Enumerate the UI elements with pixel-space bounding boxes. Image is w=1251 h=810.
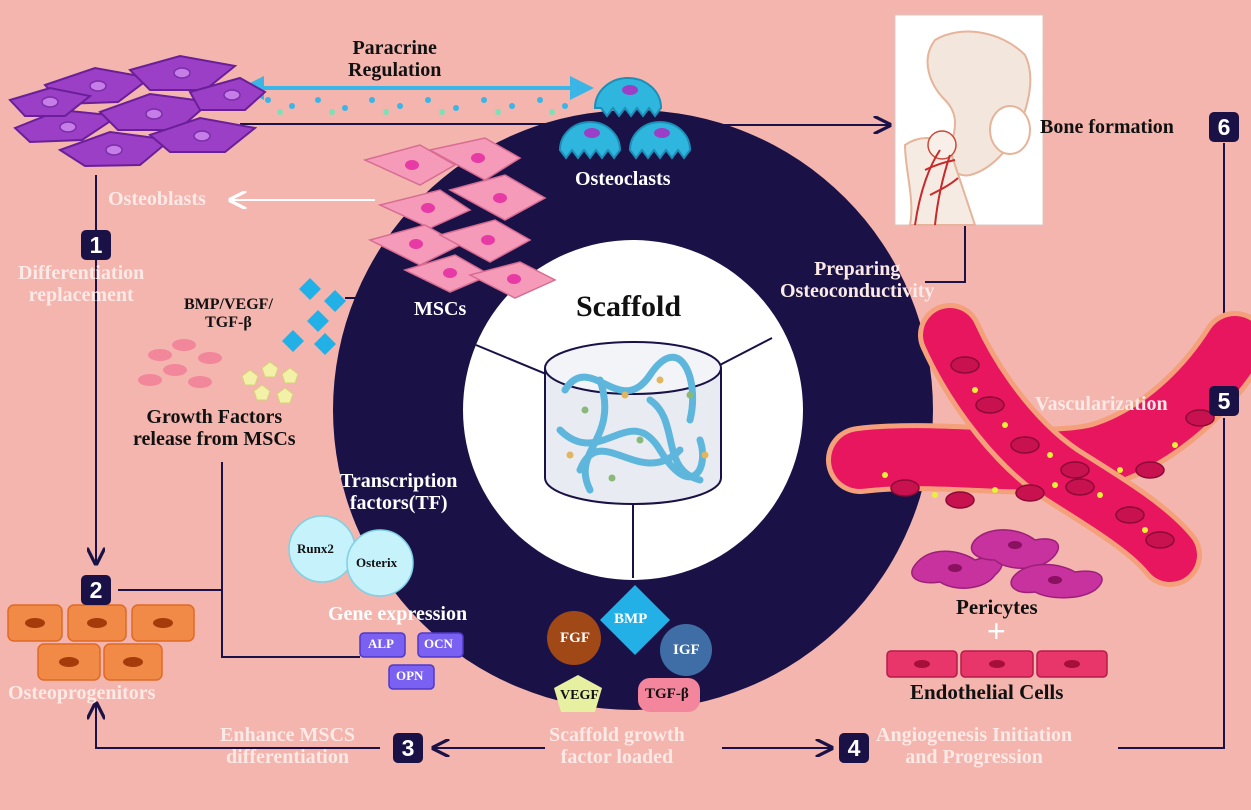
differentiation-label: Differentiation replacement bbox=[18, 262, 144, 307]
gene-opn-label: OPN bbox=[396, 669, 423, 684]
step-1-badge: 1 bbox=[81, 230, 111, 260]
endothelial-label: Endothelial Cells bbox=[910, 681, 1063, 705]
osteoprogenitor-cells bbox=[8, 605, 194, 680]
enhance-label: Enhance MSCS differentiation bbox=[220, 724, 355, 769]
growth-factor-pentagons bbox=[242, 362, 298, 403]
preparing-label: Preparing Osteoconductivity bbox=[780, 258, 934, 303]
plus-sign: + bbox=[987, 614, 1006, 650]
paracrine-particles bbox=[265, 97, 568, 115]
osteoblast-cells bbox=[10, 56, 265, 166]
growth-factor-ellipses bbox=[138, 339, 222, 388]
gene-alp-label: ALP bbox=[368, 637, 394, 652]
angiogenesis-label: Angiogenesis Initiation and Progression bbox=[876, 724, 1072, 769]
scaffold-cylinder-icon bbox=[545, 342, 721, 504]
osteoclasts-label: Osteoclasts bbox=[575, 168, 671, 190]
bone-formation-label: Bone formation bbox=[1040, 116, 1174, 138]
bmp-label: BMP bbox=[614, 611, 647, 628]
connector-growth-to-step2 bbox=[118, 462, 222, 590]
growth-factors-label: Growth Factors release from MSCs bbox=[133, 406, 296, 451]
pericyte-cells bbox=[912, 530, 1102, 598]
gene-ocn-label: OCN bbox=[424, 637, 453, 652]
step-5-badge: 5 bbox=[1209, 386, 1239, 416]
tgf-beta-label: TGF-β bbox=[645, 686, 689, 703]
osteoprogenitors-label: Osteoprogenitors bbox=[8, 682, 155, 704]
osterix-label: Osterix bbox=[356, 556, 397, 571]
bmp-diamonds bbox=[282, 278, 346, 355]
gene-expression-label: Gene expression bbox=[328, 603, 467, 625]
bone-image bbox=[895, 15, 1043, 225]
step-6-badge: 6 bbox=[1209, 112, 1239, 142]
bmp-vegf-label: BMP/VEGF/ TGF-β bbox=[184, 296, 273, 332]
step-2-badge: 2 bbox=[81, 575, 111, 605]
scaffold-gf-label: Scaffold growth factor loaded bbox=[549, 724, 685, 769]
step-3-badge: 3 bbox=[393, 733, 423, 763]
runx2-label: Runx2 bbox=[297, 542, 334, 557]
vegf-label: VEGF bbox=[560, 688, 599, 704]
step-4-badge: 4 bbox=[839, 733, 869, 763]
transcription-label: Transcription factors(TF) bbox=[340, 470, 457, 515]
igf-label: IGF bbox=[673, 642, 700, 659]
vascularization-label: Vascularization bbox=[1035, 393, 1168, 415]
scaffold-title: Scaffold bbox=[576, 290, 681, 324]
mscs-label: MSCs bbox=[414, 298, 466, 320]
fgf-label: FGF bbox=[560, 630, 590, 647]
paracrine-label: Paracrine Regulation bbox=[348, 37, 441, 82]
osteoblasts-label: Osteoblasts bbox=[108, 188, 206, 210]
